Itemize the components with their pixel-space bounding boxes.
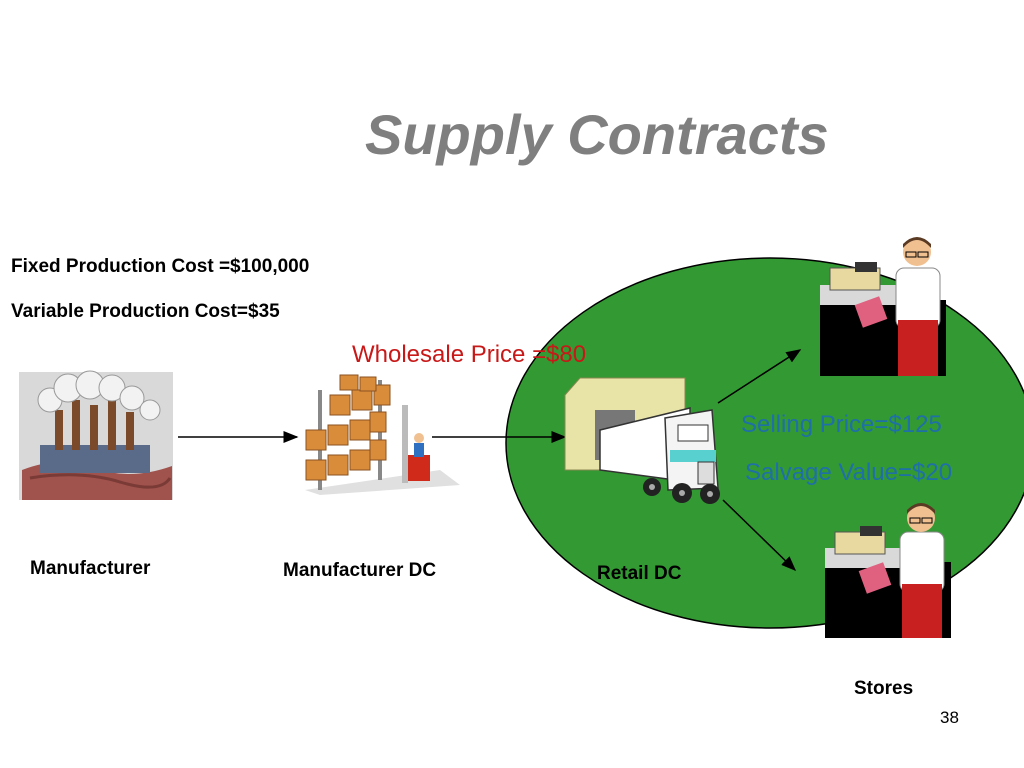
slide-title: Supply Contracts (365, 103, 829, 166)
factory-icon (19, 370, 173, 500)
warehouse-icon (305, 374, 460, 495)
stores-label: Stores (854, 678, 914, 699)
manufacturer-dc-label: Manufacturer DC (283, 560, 437, 581)
store-clerk-icon-bottom (825, 503, 951, 638)
store-clerk-icon-top (820, 237, 946, 376)
wholesale-price-label: Wholesale Price =$80 (352, 341, 587, 368)
truck-icon (564, 377, 720, 504)
selling-price-label: Selling Price=$125 (741, 411, 942, 438)
fixed-production-cost-label: Fixed Production Cost =$100,000 (11, 256, 310, 277)
slide-number: 38 (940, 708, 959, 727)
variable-production-cost-label: Variable Production Cost=$35 (11, 301, 280, 322)
manufacturer-label: Manufacturer (30, 558, 151, 579)
arrow-retail-to-store-bottom (722, 499, 797, 572)
salvage-value-label: Salvage Value=$20 (745, 459, 953, 486)
retail-dc-label: Retail DC (597, 563, 682, 584)
arrow-retail-to-store-top (717, 349, 802, 404)
